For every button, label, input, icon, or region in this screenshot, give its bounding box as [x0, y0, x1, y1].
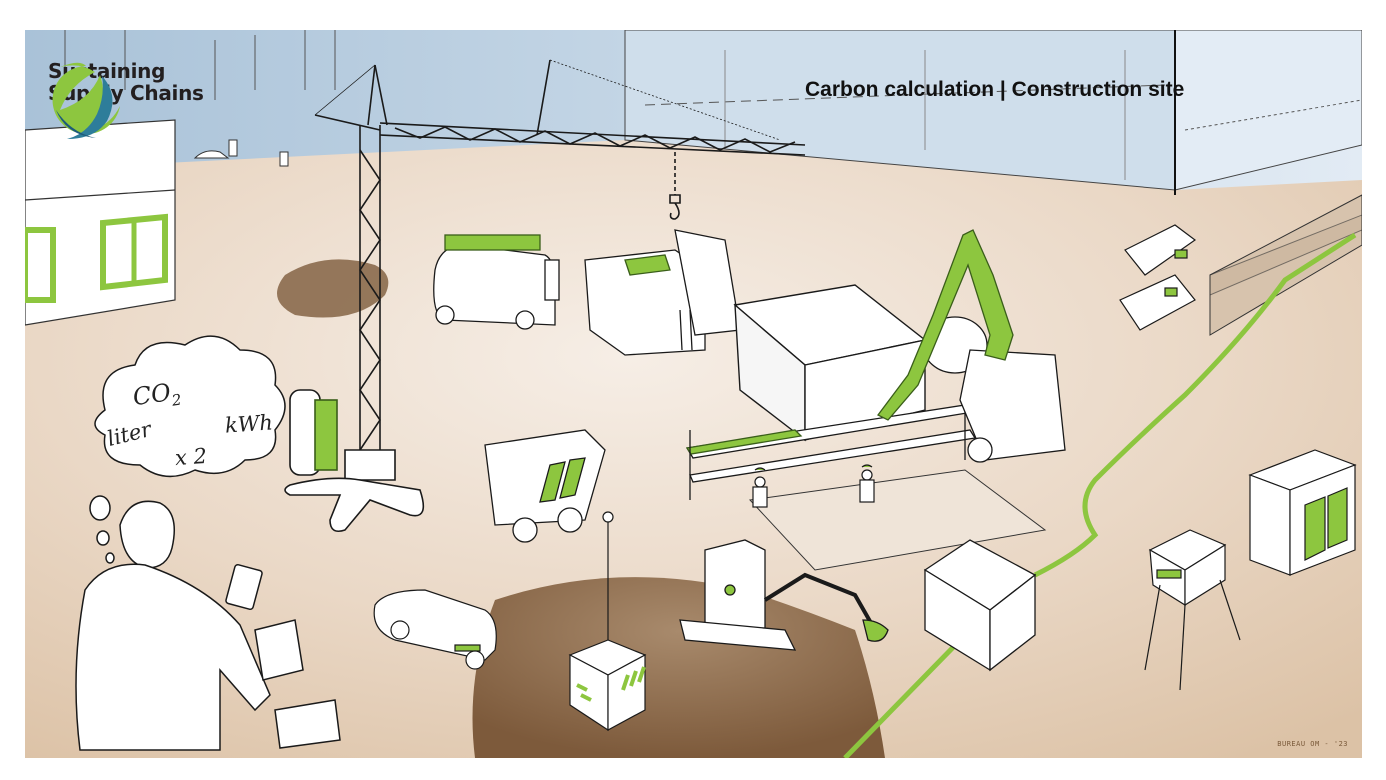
fence: [1209, 194, 1362, 336]
dumper: [484, 429, 606, 543]
site-office: [25, 119, 176, 326]
swoosh-circle-logo-icon: [52, 62, 121, 139]
mud-pit: [472, 577, 885, 758]
brand-logo: Sustaining Supply Chains: [42, 60, 204, 139]
page-title: Carbon calculation | Construction site: [805, 78, 1185, 101]
thought-kwh: kWh: [224, 410, 274, 438]
mini-excavator: [679, 539, 889, 651]
thought-co2: CO2: [131, 377, 183, 415]
construction-site-illustration: Sustaining Supply Chains Carbon calculat…: [25, 30, 1362, 758]
worker-with-calculator: [75, 500, 341, 751]
thought-x2: x 2: [174, 443, 208, 471]
flatbed-truck: [584, 229, 741, 356]
thought-bubble: [89, 335, 286, 564]
foundation-slab: [748, 469, 1047, 571]
delivery-van: [433, 234, 560, 330]
water-hose: [843, 232, 1357, 758]
thought-co2-text: CO: [131, 378, 173, 412]
formwork-block: [733, 284, 927, 442]
distribution-box: [1144, 529, 1241, 691]
scene-drawing: [25, 30, 1362, 758]
workers: [752, 464, 875, 508]
car: [373, 589, 497, 670]
pump-boom: [877, 229, 1014, 421]
tower-crane: [284, 59, 806, 533]
thought-co2-sub: 2: [170, 390, 183, 410]
lifted-container: [568, 511, 647, 732]
concrete-pump-truck: [877, 229, 1066, 463]
skips: [1119, 224, 1197, 331]
power-generator: [1248, 449, 1357, 576]
distant-objects: [193, 139, 289, 167]
generator: [923, 539, 1037, 672]
artist-credit: BUREAU OM - '23: [1277, 740, 1348, 748]
background-building: [64, 30, 1362, 195]
